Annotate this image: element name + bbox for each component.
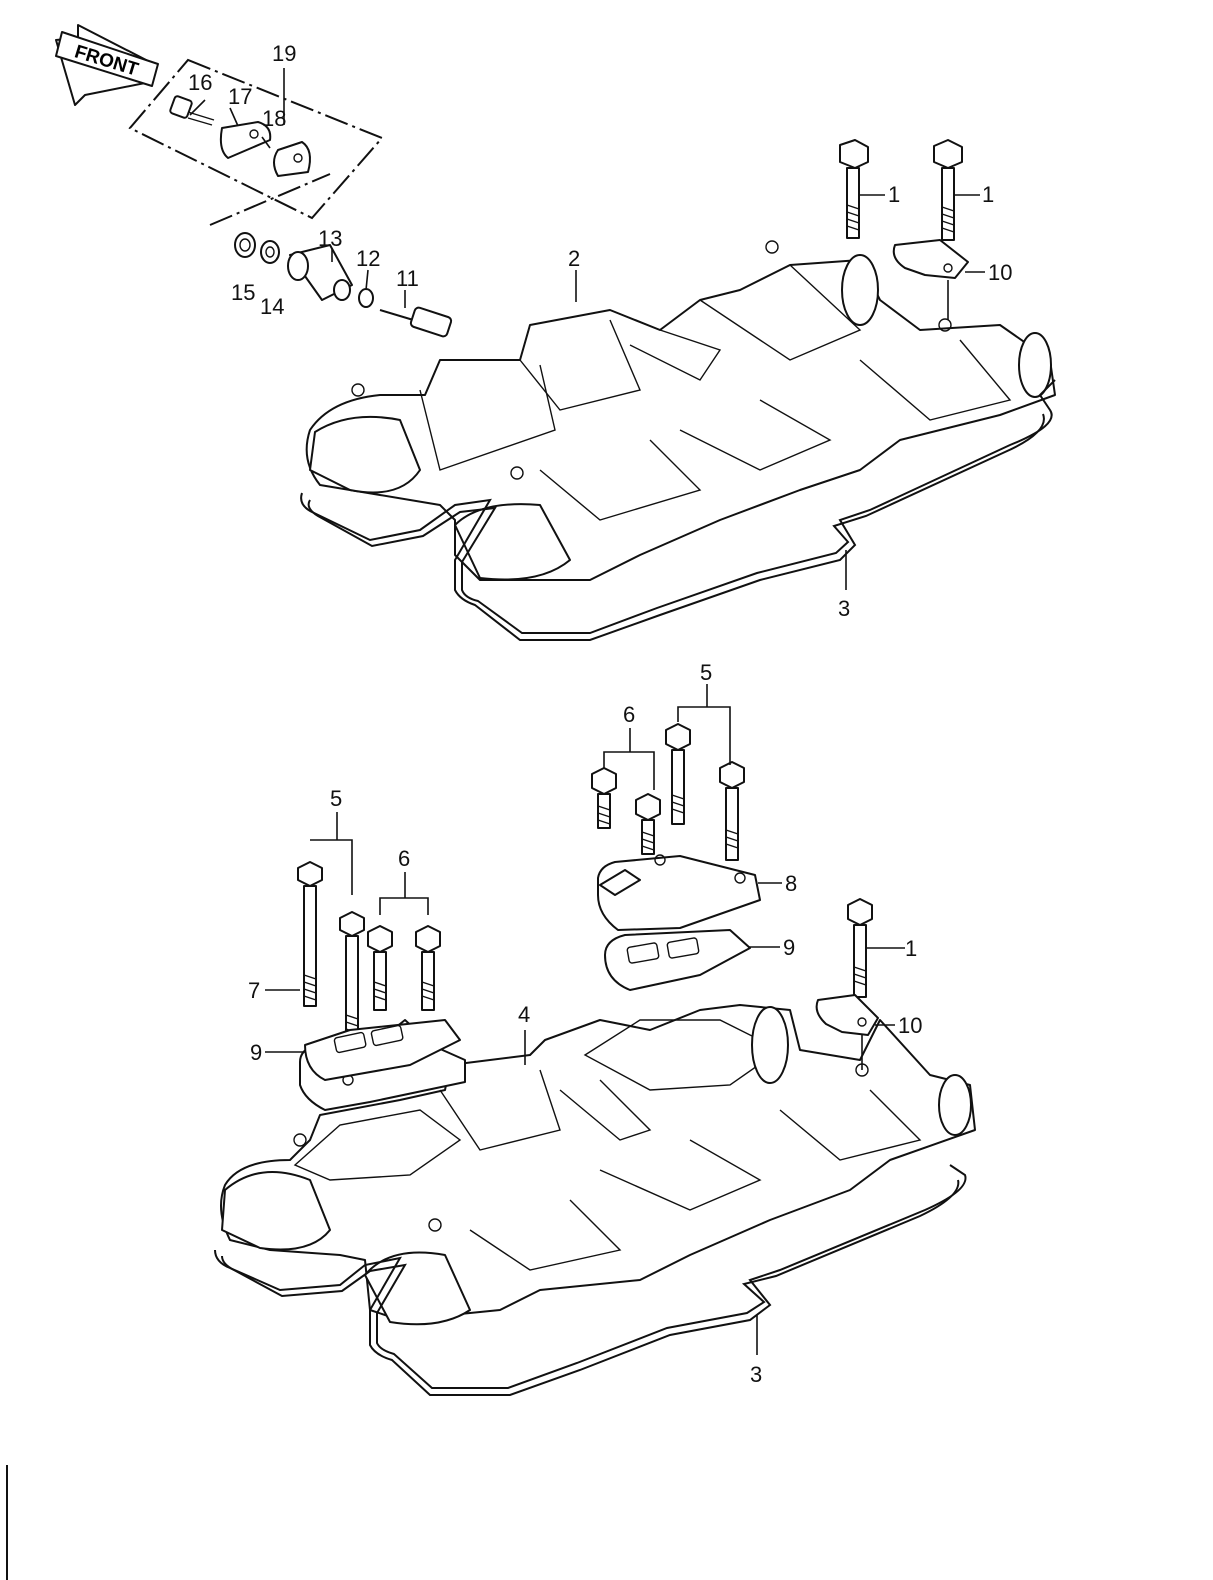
callout-17: 17 <box>228 84 252 109</box>
callout-3: 3 <box>838 596 850 621</box>
callout-6: 6 <box>623 702 635 727</box>
bolt-1b <box>933 139 963 241</box>
gasket-9a <box>304 1019 461 1081</box>
callout-9: 9 <box>783 935 795 960</box>
callout-13: 13 <box>318 226 342 251</box>
callout-7: 7 <box>248 978 260 1003</box>
bolt-6d <box>635 793 661 855</box>
callout-11: 11 <box>396 266 419 291</box>
cylinder-head-cover-2 <box>305 240 1056 581</box>
callout-18: 18 <box>262 106 286 131</box>
bolt-5b <box>339 911 365 1047</box>
callout-1: 1 <box>982 182 994 207</box>
bolt-1c <box>847 898 873 998</box>
plate-17 <box>219 121 272 159</box>
kit-19-frame <box>128 58 384 220</box>
callout-2: 2 <box>568 246 580 271</box>
callout-1: 1 <box>905 936 917 961</box>
bolt-6b <box>415 925 441 1011</box>
bolt-5c <box>665 723 691 825</box>
callout-5: 5 <box>330 786 342 811</box>
callout-19: 19 <box>272 41 296 66</box>
bolt-16 <box>169 95 215 126</box>
gear-11 <box>379 306 453 338</box>
plate-18 <box>273 141 311 177</box>
bolt-5a <box>297 861 323 1007</box>
callout-12: 12 <box>356 246 380 271</box>
gasket-9b <box>604 929 751 991</box>
callout-3: 3 <box>750 1362 762 1387</box>
o-ring-12 <box>358 288 374 308</box>
bolt-1a <box>839 139 869 239</box>
callout-10: 10 <box>898 1013 922 1038</box>
callout-15: 15 <box>231 280 255 305</box>
gasket-3-upper <box>300 379 1056 641</box>
callout-16: 16 <box>188 70 212 95</box>
bolt-6a <box>367 925 393 1011</box>
bolt-5d <box>719 761 745 861</box>
bushing-14 <box>260 240 280 264</box>
callout-5: 5 <box>700 660 712 685</box>
oil-seal-15 <box>234 232 256 258</box>
callout-1: 1 <box>888 182 900 207</box>
callout-8: 8 <box>785 871 797 896</box>
bracket-10b <box>815 994 879 1036</box>
sleeve-13 <box>287 244 353 301</box>
callout-9: 9 <box>250 1040 262 1065</box>
bracket-10a <box>892 239 969 279</box>
callout-14: 14 <box>260 294 284 319</box>
bolt-6c <box>591 767 617 829</box>
callout-6: 6 <box>398 846 410 871</box>
cover-8 <box>597 854 761 931</box>
cylinder-head-cover-4 <box>220 1004 976 1326</box>
gasket-3-lower <box>214 1164 967 1396</box>
callout-4: 4 <box>518 1002 530 1027</box>
front-arrow-icon: FRONT <box>55 24 159 106</box>
callout-10: 10 <box>988 260 1012 285</box>
